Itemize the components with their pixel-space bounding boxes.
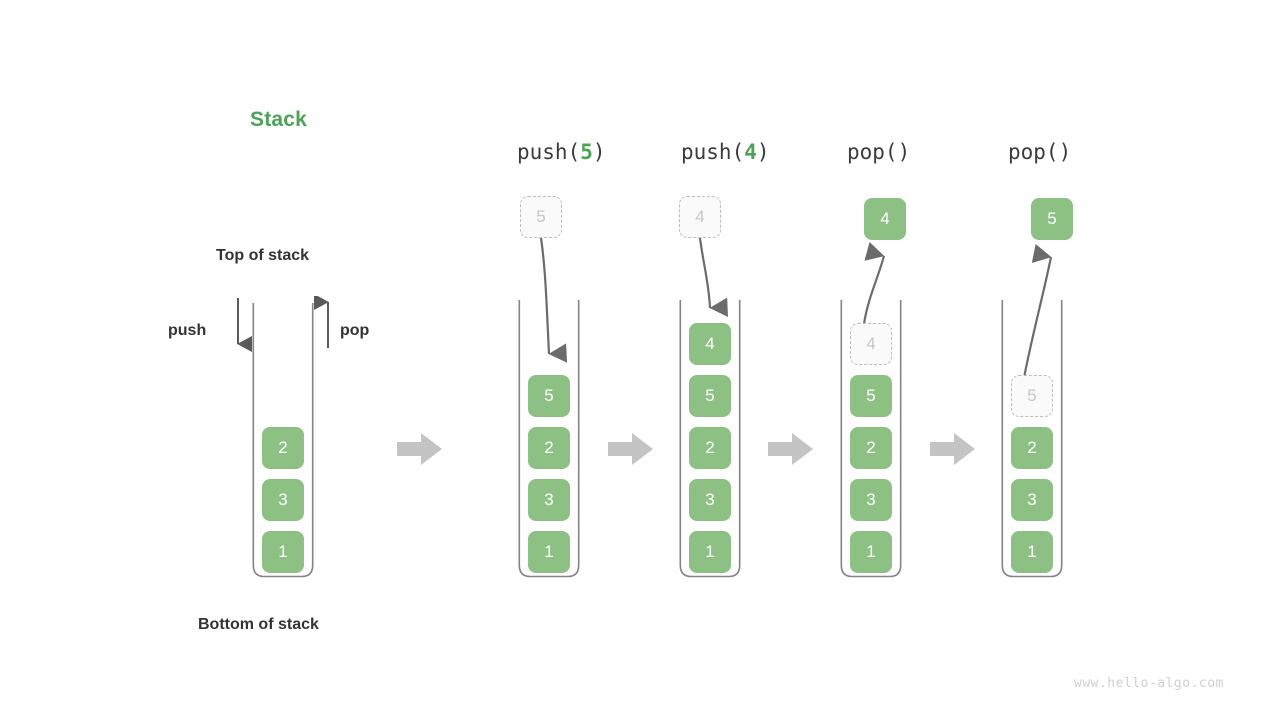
pop-motion-arrow-icon: [862, 242, 886, 325]
header-prefix: push(: [517, 140, 581, 164]
stack-walls: [252, 303, 314, 578]
header-suffix: ): [756, 140, 770, 164]
push-motion-arrow-icon: [698, 237, 728, 317]
stack-element: 3: [1011, 479, 1053, 521]
header-suffix: ): [592, 140, 606, 164]
removed-element-ghost: 4: [850, 323, 892, 365]
stack-container-step-2: 4 5 2 3 1: [679, 300, 741, 578]
stack-element: 5: [850, 375, 892, 417]
stack-container-step-4: 5 2 3 1: [1001, 300, 1063, 578]
stack-element: 1: [1011, 531, 1053, 573]
stack-element: 3: [850, 479, 892, 521]
stack-element: 5: [528, 375, 570, 417]
stack-walls: [518, 300, 580, 578]
pop-label: pop: [340, 322, 370, 339]
step-transition-arrow-icon: [768, 433, 813, 465]
header-arg: 5: [580, 140, 593, 164]
stack-element: 2: [262, 427, 304, 469]
stack-element: 5: [689, 375, 731, 417]
step-transition-arrow-icon: [930, 433, 975, 465]
stack-element: 2: [1011, 427, 1053, 469]
header-prefix: pop(: [847, 140, 898, 164]
step-transition-arrow-icon: [397, 433, 442, 465]
step-header-push-5: push(5): [517, 140, 606, 164]
push-motion-arrow-icon: [539, 237, 568, 363]
step-transition-arrow-icon: [608, 433, 653, 465]
stack-element: 1: [262, 531, 304, 573]
stack-element: 1: [850, 531, 892, 573]
stack-element: 1: [528, 531, 570, 573]
header-arg: 4: [744, 140, 757, 164]
stack-container-step-3: 4 5 2 3 1: [840, 300, 902, 578]
stack-element: 2: [528, 427, 570, 469]
stack-walls: [679, 300, 741, 578]
stack-container-step-1: 5 2 3 1: [518, 300, 580, 578]
pop-motion-arrow-icon: [1022, 244, 1053, 379]
header-suffix: ): [1058, 140, 1072, 164]
stack-element: 1: [689, 531, 731, 573]
bottom-of-stack-label: Bottom of stack: [198, 616, 319, 633]
header-suffix: ): [897, 140, 911, 164]
stack-element: 3: [689, 479, 731, 521]
incoming-element-ghost: 5: [520, 196, 562, 238]
step-header-push-4: push(4): [681, 140, 770, 164]
stack-element: 4: [689, 323, 731, 365]
stack-element: 3: [262, 479, 304, 521]
incoming-element-ghost: 4: [679, 196, 721, 238]
stack-element: 3: [528, 479, 570, 521]
stack-walls: [1001, 300, 1063, 578]
step-header-pop-2: pop(): [1008, 140, 1071, 164]
push-label: push: [168, 322, 207, 339]
stack-walls: [840, 300, 902, 578]
removed-element-ghost: 5: [1011, 375, 1053, 417]
push-pop-direction-arrows: [237, 296, 329, 352]
popped-element: 5: [1031, 198, 1073, 240]
stack-element: 2: [689, 427, 731, 469]
top-of-stack-label: Top of stack: [216, 247, 310, 264]
step-header-pop-1: pop(): [847, 140, 910, 164]
header-prefix: push(: [681, 140, 745, 164]
page-title: Stack: [250, 108, 308, 131]
watermark: www.hello-algo.com: [1074, 676, 1224, 691]
popped-element: 4: [864, 198, 906, 240]
reference-stack-container: 2 3 1: [252, 303, 314, 578]
header-prefix: pop(: [1008, 140, 1059, 164]
stack-element: 2: [850, 427, 892, 469]
